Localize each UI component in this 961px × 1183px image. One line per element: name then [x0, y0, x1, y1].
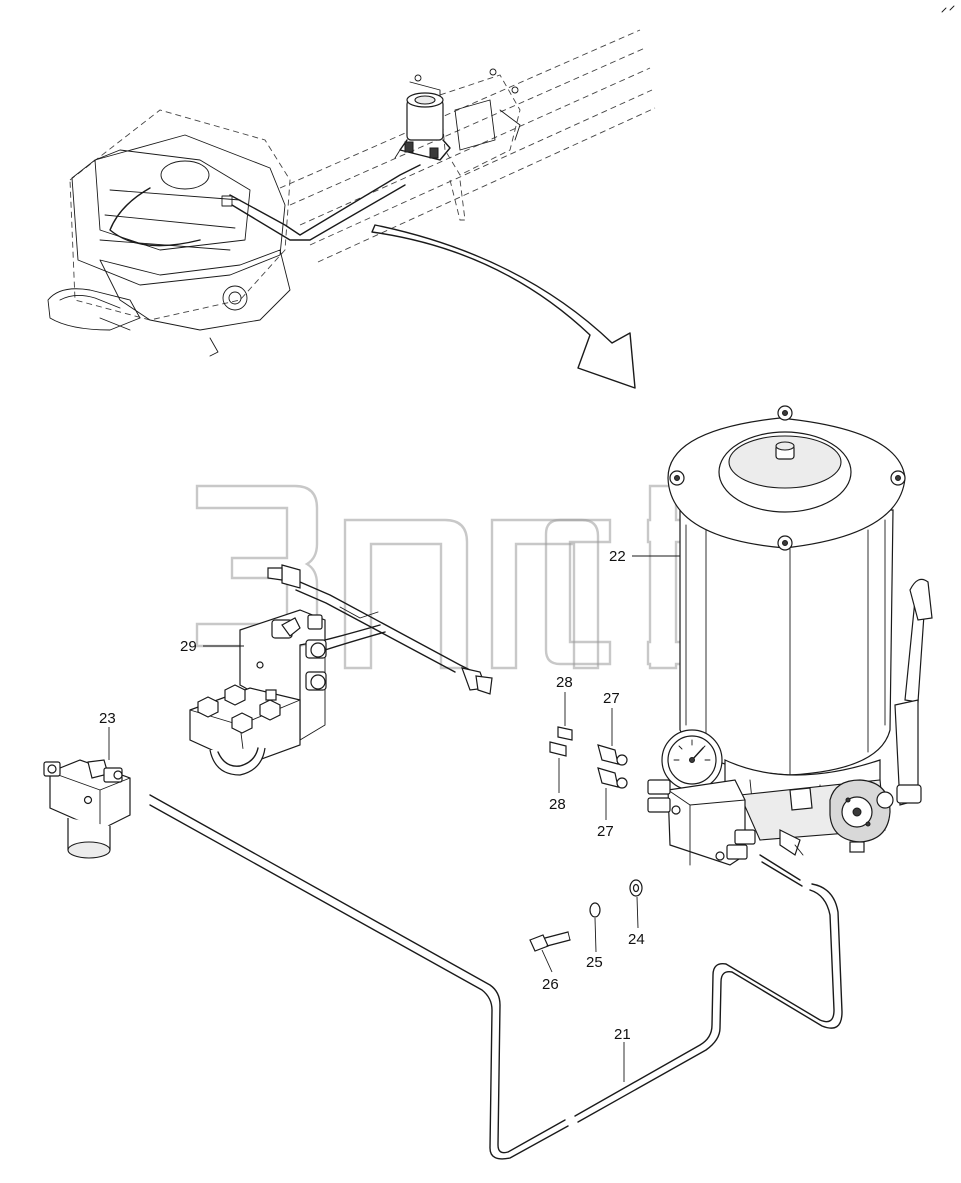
pin-icon [549, 741, 567, 757]
callout-29: 29 [180, 638, 197, 655]
pipe-line-icon [149, 794, 843, 1160]
leader-lines [108, 555, 680, 1082]
callout-28-top: 28 [556, 674, 573, 691]
callout-21: 21 [614, 1026, 631, 1043]
callout-24: 24 [628, 931, 645, 948]
callout-26: 26 [542, 976, 559, 993]
hardware-icons [529, 726, 643, 952]
callout-28-bottom: 28 [549, 796, 566, 813]
callout-25: 25 [586, 954, 603, 971]
machine-overview-icon [47, 29, 656, 357]
callout-22: 22 [609, 548, 626, 565]
distributor-block-icon [189, 564, 493, 776]
fitting-icon [597, 767, 619, 788]
curved-arrow-icon [371, 224, 636, 389]
lock-washer-icon [589, 902, 601, 918]
fitting-icon [597, 744, 619, 765]
callout-27-top: 27 [603, 690, 620, 707]
corner-mark-icon [941, 5, 955, 13]
callouts: 22 29 23 28 28 27 27 24 25 26 21 [99, 548, 645, 1043]
filter-block-icon [43, 759, 131, 859]
callout-23: 23 [99, 710, 116, 727]
pin-icon [557, 726, 573, 741]
callout-27-bottom: 27 [597, 823, 614, 840]
lubrication-pump-icon [647, 405, 933, 866]
